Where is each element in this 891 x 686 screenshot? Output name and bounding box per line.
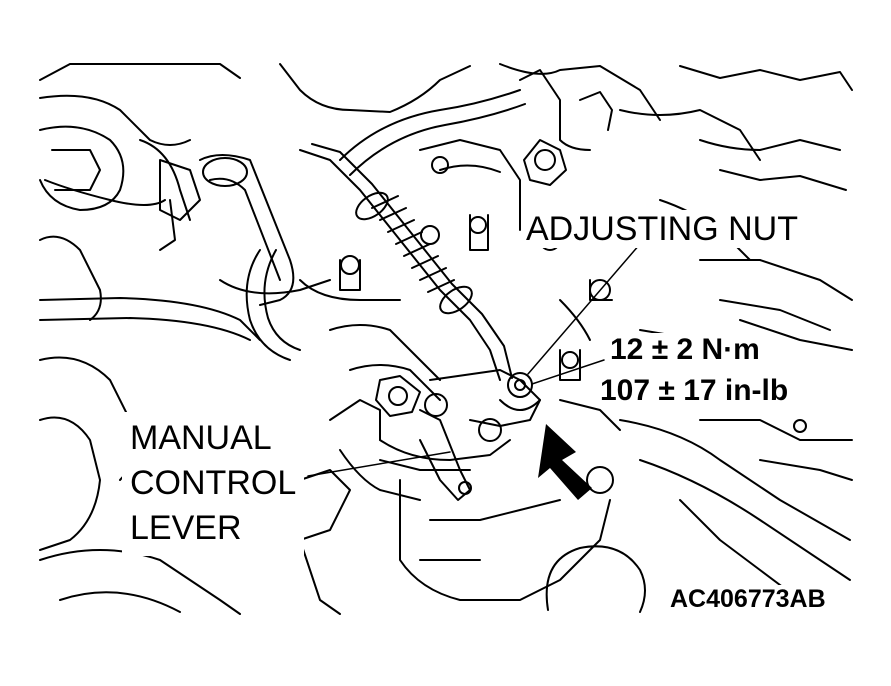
torque-metric-label: 12 ± 2 N·m — [606, 333, 764, 367]
manual-control-lever-line-3: LEVER — [130, 509, 242, 548]
manual-control-lever-line-2: CONTROL — [130, 464, 297, 503]
figure-id-label: AC406773AB — [668, 585, 828, 614]
manual-control-lever-line-1: MANUAL — [130, 419, 272, 457]
pointer-arrow — [538, 424, 592, 500]
adjusting-nut-label: ADJUSTING NUT — [522, 210, 802, 248]
manual-control-lever-label: MANUAL CONTROL LEVER — [122, 412, 305, 556]
torque-imperial-label: 107 ± 17 in-lb — [596, 374, 793, 408]
